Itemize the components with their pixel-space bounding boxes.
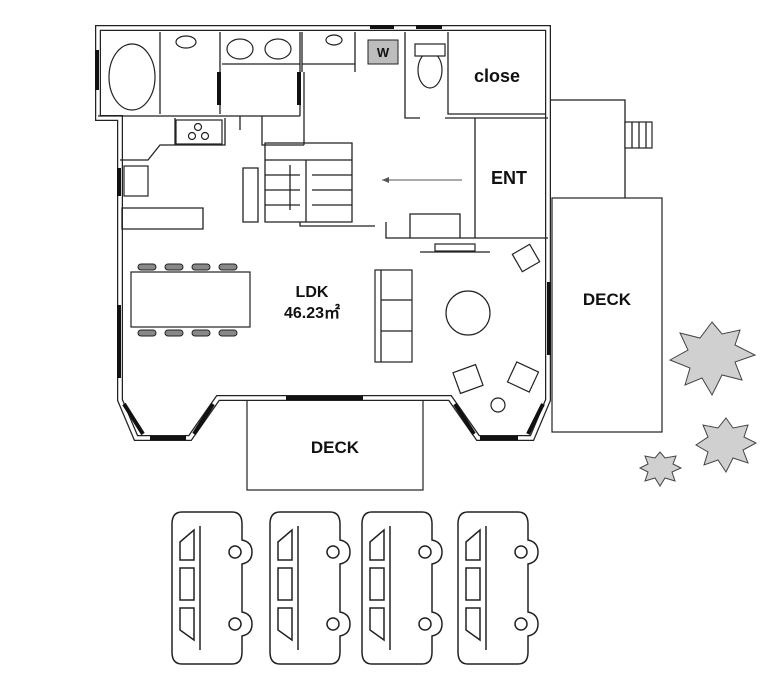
dining-table xyxy=(130,263,251,337)
closet-label: close xyxy=(474,66,520,86)
sofa-icon xyxy=(374,269,413,363)
ldk-area-label: 46.23㎡ xyxy=(284,303,340,322)
tv-icon xyxy=(434,243,476,252)
armchair-icon xyxy=(452,363,484,395)
washer-icon xyxy=(367,39,399,65)
porch xyxy=(548,99,626,198)
fireplace-icon xyxy=(511,243,541,273)
toilet-tank-icon xyxy=(414,43,446,57)
tree-icon xyxy=(638,321,758,487)
car-icon xyxy=(171,511,253,665)
deck-right-label: DECK xyxy=(583,290,632,309)
armchair-icon xyxy=(506,361,540,393)
exterior-walls xyxy=(95,25,551,441)
car-icon xyxy=(361,511,443,665)
car-icon xyxy=(269,511,351,665)
coffee-table-icon xyxy=(445,290,491,336)
sink-icon xyxy=(175,35,197,49)
car-icon xyxy=(457,511,539,665)
sink-icon xyxy=(226,38,254,60)
steps xyxy=(624,121,653,149)
deck-bottom xyxy=(246,397,424,491)
entrance-label: ENT xyxy=(491,168,527,188)
ldk-label: LDK xyxy=(296,284,329,301)
staircase xyxy=(265,159,352,222)
bathtub-icon xyxy=(108,43,156,111)
side-table-icon xyxy=(490,397,506,413)
washer-label: W xyxy=(377,45,390,60)
kitchen-sink-icon xyxy=(123,165,149,197)
sink-icon xyxy=(325,34,343,46)
direction-arrow xyxy=(382,177,462,183)
sink-icon xyxy=(264,38,292,60)
deck-right xyxy=(551,197,663,433)
deck-bottom-label: DECK xyxy=(311,438,360,457)
toilet-icon xyxy=(417,51,443,89)
stove-icon xyxy=(175,119,223,145)
windows xyxy=(95,25,551,440)
interior-walls xyxy=(98,32,548,239)
